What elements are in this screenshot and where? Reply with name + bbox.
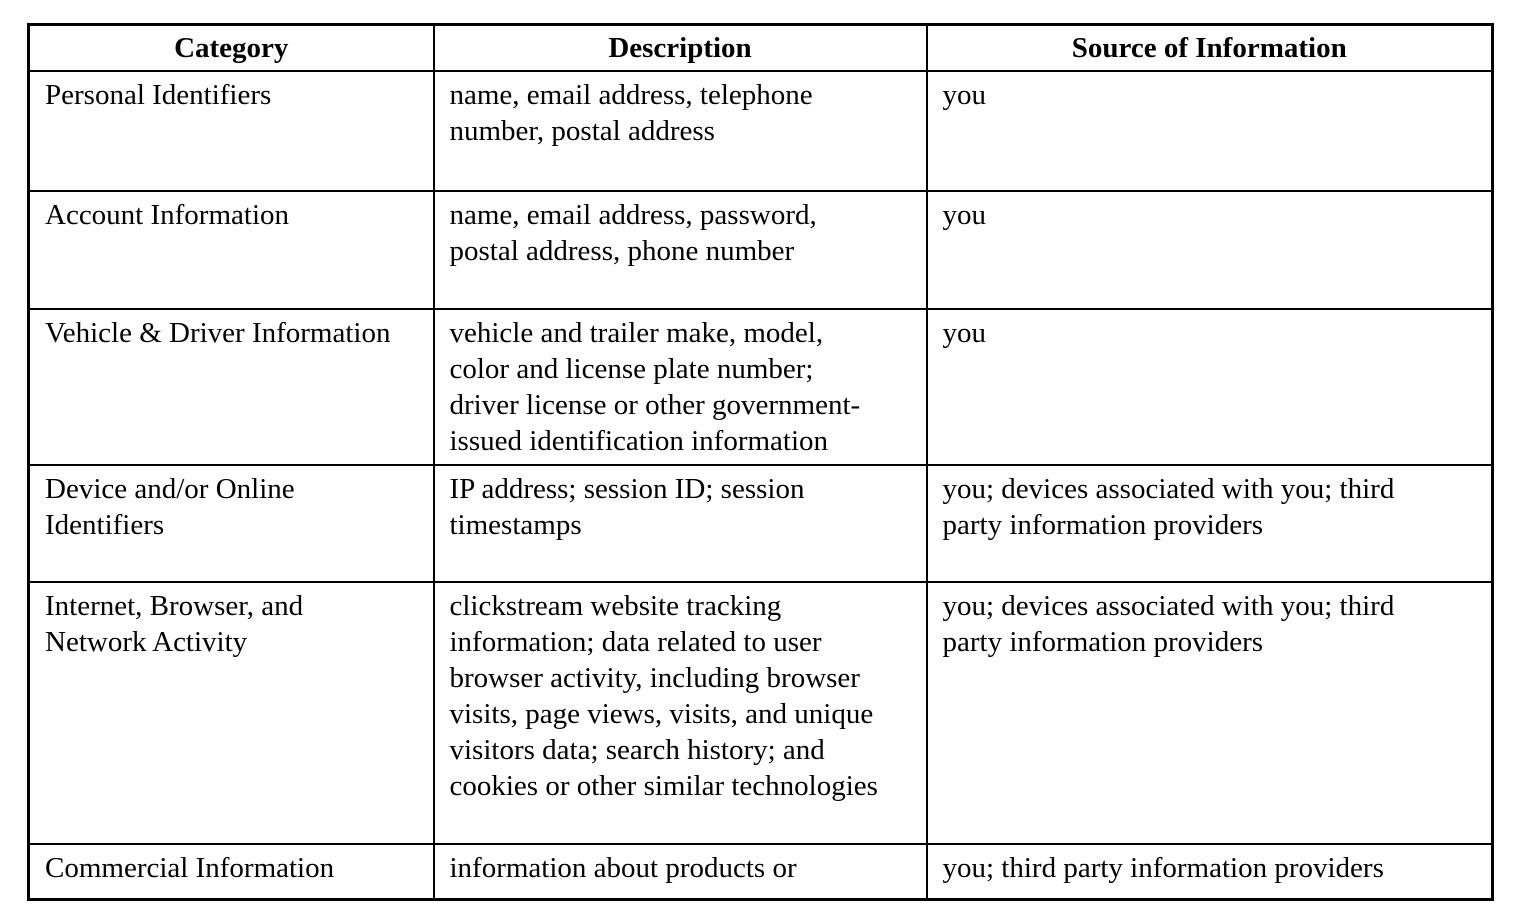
cell-description: IP address; session ID; session timestam…	[432, 464, 928, 583]
table-row: Commercial Information information about…	[27, 843, 1494, 901]
cell-source: you	[925, 70, 1494, 192]
cell-description: clickstream website tracking information…	[432, 581, 928, 845]
header-row: Category Description Source of Informati…	[27, 23, 1494, 72]
cell-description: name, email address, telephone number, p…	[432, 70, 928, 192]
cell-category: Personal Identifiers	[27, 70, 435, 192]
column-header-category: Category	[27, 23, 435, 72]
cell-source: you; devices associated with you; third …	[925, 464, 1494, 583]
cell-source: you; third party information providers	[925, 843, 1494, 901]
cell-description: name, email address, password, postal ad…	[432, 190, 928, 310]
cell-source: you	[925, 308, 1494, 466]
personal-information-table: Category Description Source of Informati…	[27, 23, 1494, 901]
table-row: Vehicle & Driver Information vehicle and…	[27, 308, 1494, 466]
cell-category: Internet, Browser, and Network Activity	[27, 581, 435, 845]
table-row: Account Information name, email address,…	[27, 190, 1494, 310]
cell-description: information about products or	[432, 843, 928, 901]
column-header-source: Source of Information	[925, 23, 1494, 72]
cell-source: you	[925, 190, 1494, 310]
cell-description: vehicle and trailer make, model, color a…	[432, 308, 928, 466]
cell-source: you; devices associated with you; third …	[925, 581, 1494, 845]
cell-category: Account Information	[27, 190, 435, 310]
table-body: Personal Identifiers name, email address…	[27, 70, 1494, 901]
cell-category: Vehicle & Driver Information	[27, 308, 435, 466]
cell-category: Commercial Information	[27, 843, 435, 901]
table-header: Category Description Source of Informati…	[27, 23, 1494, 72]
column-header-description: Description	[432, 23, 928, 72]
table-row: Internet, Browser, and Network Activity …	[27, 581, 1494, 845]
cell-category: Device and/or Online Identifiers	[27, 464, 435, 583]
table-row: Device and/or Online Identifiers IP addr…	[27, 464, 1494, 583]
table-row: Personal Identifiers name, email address…	[27, 70, 1494, 192]
